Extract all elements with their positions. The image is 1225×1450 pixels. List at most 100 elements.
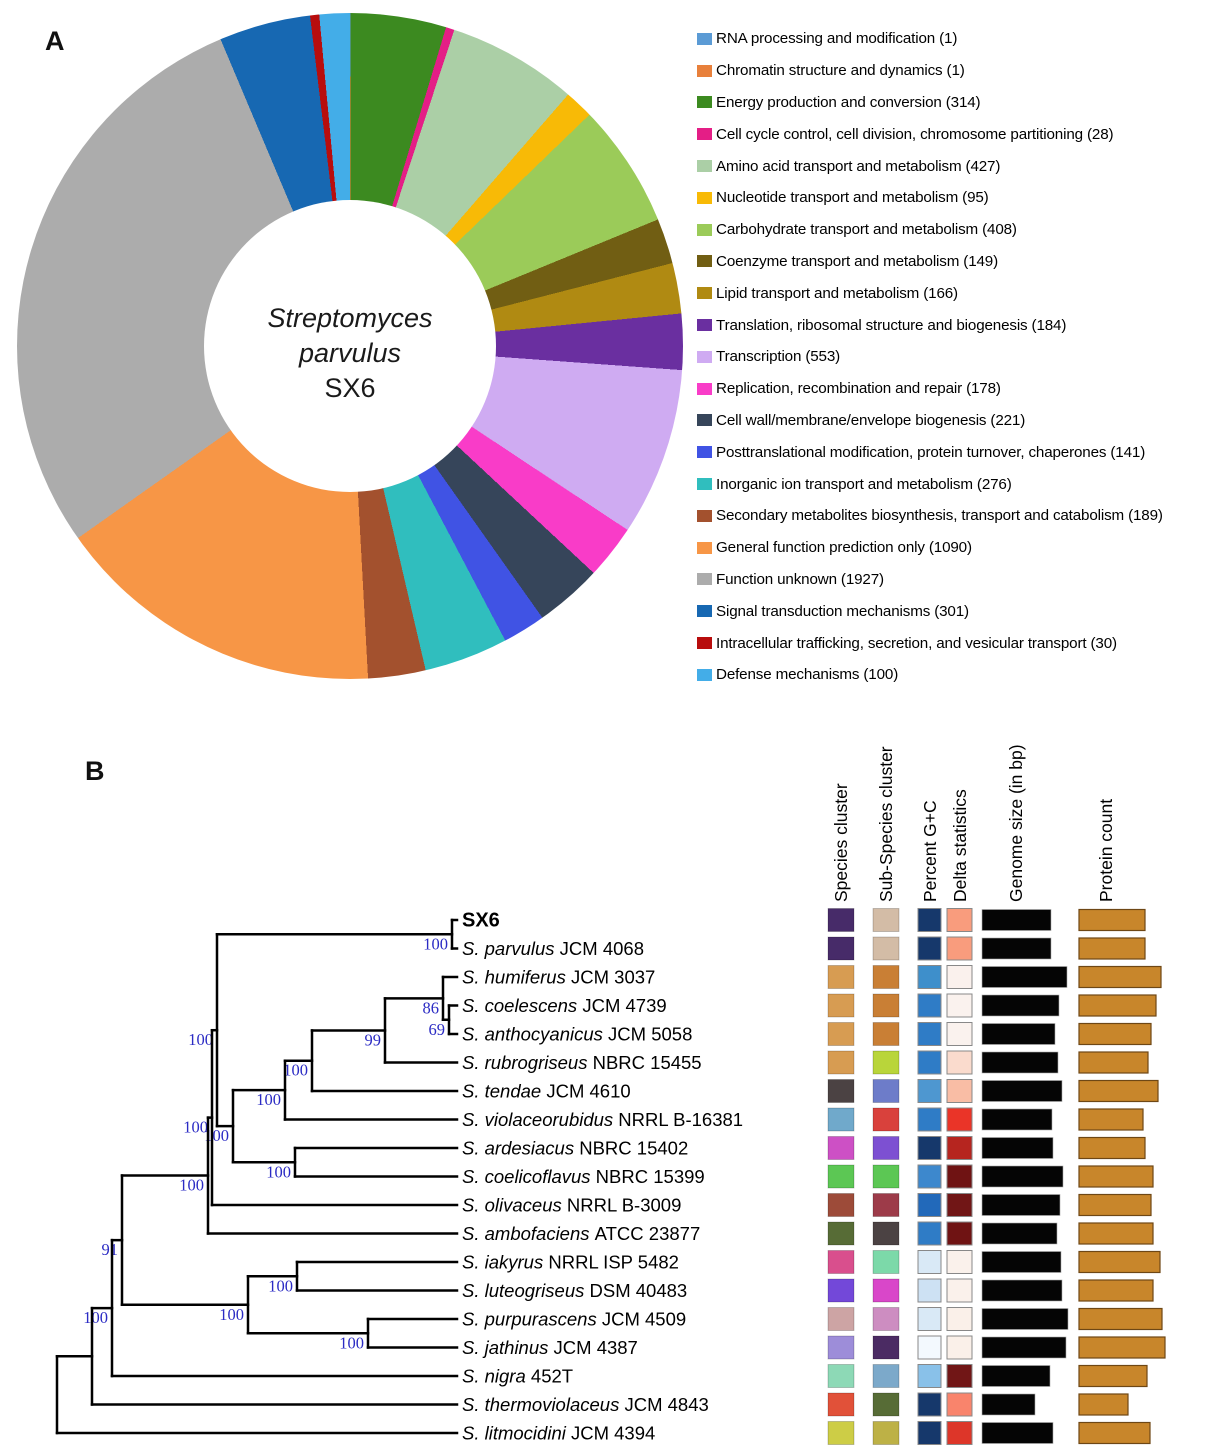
bootstrap-value: 100 [423,934,448,953]
subspecies-cluster-cell [872,1278,900,1303]
legend-swatch [697,32,712,45]
subspecies-cluster-cell [872,1164,900,1189]
genome-size-bar [981,1137,1054,1159]
legend-label: Carbohydrate transport and metabolism (4… [716,221,1017,239]
genome-size-bar [981,1222,1058,1245]
subspecies-cluster-cell [872,1421,900,1445]
legend-label: RNA processing and modification (1) [716,30,958,48]
gc-cell [917,1307,942,1331]
protein-count-bar [1078,1307,1163,1331]
legend-item: Energy production and conversion (314) [697,87,1222,119]
subspecies-cluster-cell [872,1193,900,1217]
genome-size-bar [981,1165,1064,1188]
legend-swatch [697,223,712,236]
legend-item: Carbohydrate transport and metabolism (4… [697,214,1222,246]
species-cluster-cell [827,1022,855,1046]
taxon-label: S. luteogriseus DSM 40483 [462,1280,687,1301]
genome-size-bar [981,937,1052,960]
bootstrap-value: 100 [179,1176,204,1195]
genome-size-bar [981,966,1068,988]
protein-count-bar [1078,1108,1144,1131]
column-header: Protein count [1096,799,1116,902]
protein-count-bar [1078,1336,1166,1359]
legend-label: Translation, ribosomal structure and bio… [716,316,1067,334]
legend-label: Transcription (553) [716,348,841,366]
gc-cell [917,1392,942,1417]
genome-size-bar [981,1365,1051,1387]
bootstrap-value: 99 [365,1030,382,1049]
delta-cell [946,965,973,989]
gc-cell [917,1079,942,1103]
legend-swatch [697,541,712,554]
legend-item: Signal transduction mechanisms (301) [697,595,1222,627]
delta-cell [946,1278,973,1303]
legend-label: Defense mechanisms (100) [716,666,899,684]
taxon-label: S. litmocidini JCM 4394 [462,1423,655,1444]
legend-label: Amino acid transport and metabolism (427… [716,157,1001,175]
taxon-label: S. olivaceus NRRL B-3009 [462,1195,681,1216]
gc-cell [917,965,942,989]
genome-size-bar [981,1279,1063,1302]
legend-item: Translation, ribosomal structure and bio… [697,309,1222,341]
gc-cell [917,1193,942,1217]
delta-cell [946,1250,973,1274]
donut-hole [204,200,496,492]
gc-cell [917,1221,942,1246]
bootstrap-value: 86 [423,998,440,1017]
delta-cell [946,993,973,1018]
subspecies-cluster-cell [872,1107,900,1132]
protein-count-bar [1078,1136,1146,1160]
legend-swatch [697,96,712,109]
species-cluster-cell [827,1364,855,1388]
gc-cell [917,1050,942,1075]
legend-label: Intracellular trafficking, secretion, an… [716,634,1117,652]
legend-label: Function unknown (1927) [716,570,884,588]
legend-swatch [697,668,712,681]
panel-a-label: A [45,26,65,56]
taxon-label: S. jathinus JCM 4387 [462,1337,638,1358]
gc-cell [917,1022,942,1046]
legend-item: Replication, recombination and repair (1… [697,373,1222,405]
cog-legend: RNA processing and modification (1) Chrom… [697,23,1222,691]
protein-count-bar [1078,965,1162,989]
legend-item: Lipid transport and metabolism (166) [697,277,1222,309]
gc-cell [917,1421,942,1445]
delta-cell [946,1193,973,1217]
legend-item: Intracellular trafficking, secretion, an… [697,627,1222,659]
genome-size-bar [981,1080,1063,1102]
legend-label: Chromatin structure and dynamics (1) [716,62,965,80]
delta-cell [946,1364,973,1388]
delta-cell [946,1164,973,1189]
bootstrap-value: 69 [429,1020,446,1039]
species-cluster-cell [827,1107,855,1132]
gc-cell [917,1164,942,1189]
protein-count-bar [1078,1279,1154,1302]
genome-size-bar [981,1108,1053,1131]
legend-item: Chromatin structure and dynamics (1) [697,55,1222,87]
delta-cell [946,936,973,961]
legend-item: Inorganic ion transport and metabolism (… [697,468,1222,500]
legend-label: Inorganic ion transport and metabolism (… [716,475,1012,493]
genome-size-bar [981,1023,1056,1045]
bootstrap-value: 100 [204,1126,229,1145]
legend-item: RNA processing and modification (1) [697,23,1222,55]
species-cluster-cell [827,1136,855,1160]
subspecies-cluster-cell [872,1022,900,1046]
genome-size-bar [981,1251,1062,1273]
subspecies-cluster-cell [872,1364,900,1388]
protein-count-bar [1078,1193,1152,1217]
genome-size-bar [981,1194,1061,1216]
gc-cell [917,993,942,1018]
delta-cell [946,1392,973,1417]
delta-cell [946,1079,973,1103]
column-header: Delta statistics [950,789,970,902]
legend-item: Secondary metabolites biosynthesis, tran… [697,500,1222,532]
legend-label: General function prediction only (1090) [716,539,972,557]
species-cluster-cell [827,1421,855,1445]
species-cluster-cell [827,965,855,989]
bootstrap-value: 100 [188,1030,213,1049]
genus-name: Streptomyces [267,303,433,333]
panel-b-label: B [85,756,105,786]
